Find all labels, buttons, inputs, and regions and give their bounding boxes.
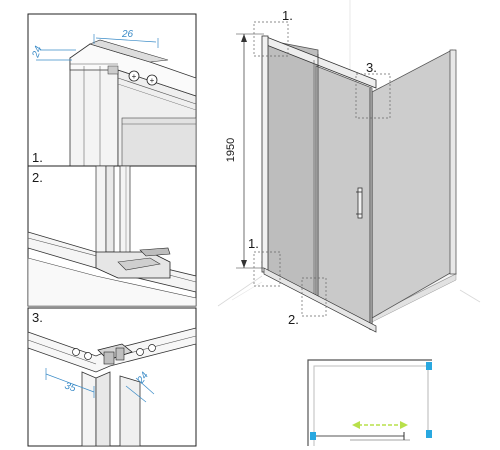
callout-box-1-top xyxy=(253,21,289,57)
sliding-door-glass xyxy=(315,65,373,331)
wall-bracket-icon xyxy=(426,362,432,370)
svg-text:+: + xyxy=(132,72,137,81)
detail-panel-1: + + 26 24 1. xyxy=(27,13,197,167)
slide-direction-arrow-icon xyxy=(352,421,408,429)
height-dimension-value: 1950 xyxy=(225,138,237,162)
side-glass-panel xyxy=(371,49,453,319)
detail-1-label: 1. xyxy=(32,150,43,165)
svg-text:+: + xyxy=(150,76,155,85)
callout-box-3 xyxy=(355,73,391,119)
callout-3-label: 3. xyxy=(366,60,377,75)
roller-icon xyxy=(128,70,140,82)
front-fixed-glass xyxy=(265,39,319,301)
detail-3-dim-depth: 35 xyxy=(63,380,78,394)
wall-bracket-icon xyxy=(310,432,316,440)
height-dimension: 1950 xyxy=(225,33,264,269)
roller-icon xyxy=(146,74,158,86)
detail-1-dim-width: 26 xyxy=(121,29,134,40)
door-handle-icon xyxy=(357,187,363,219)
detail-panel-2: 2. xyxy=(27,165,197,307)
callout-box-1-bottom xyxy=(253,251,281,287)
wall-bracket-icon xyxy=(426,430,432,438)
plan-view xyxy=(307,359,432,446)
callout-2-label: 2. xyxy=(288,312,299,327)
detail-1-dim-depth: 24 xyxy=(30,44,45,60)
detail-3-label: 3. xyxy=(32,310,43,325)
callout-box-2 xyxy=(301,277,327,317)
detail-panel-3: 35 24 3. xyxy=(27,307,197,447)
shower-enclosure: 1950 1. 1. 2. 3. xyxy=(217,0,481,333)
detail-2-label: 2. xyxy=(32,170,43,185)
callout-1-bottom-label: 1. xyxy=(248,236,259,251)
callout-1-top-label: 1. xyxy=(282,8,293,23)
